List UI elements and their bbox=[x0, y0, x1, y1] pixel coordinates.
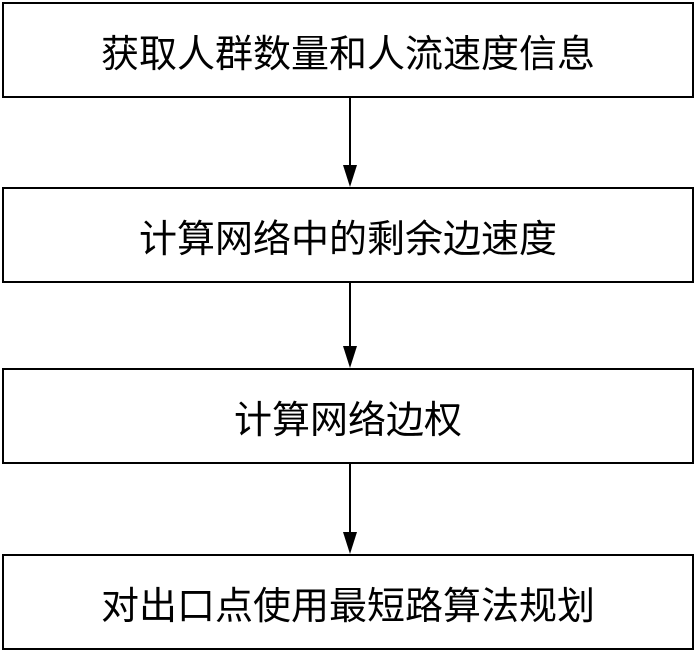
step-box-3: 计算网络边权 bbox=[2, 368, 694, 464]
arrow-3-to-4 bbox=[343, 464, 357, 554]
arrow-1-to-2 bbox=[343, 98, 357, 187]
step-box-1: 获取人群数量和人流速度信息 bbox=[2, 2, 694, 98]
step-label-4: 对出口点使用最短路算法规划 bbox=[100, 583, 595, 628]
step-box-2: 计算网络中的剩余边速度 bbox=[2, 187, 694, 283]
step-label-2: 计算网络中的剩余边速度 bbox=[138, 216, 557, 261]
arrow-2-to-3 bbox=[343, 283, 357, 368]
step-box-4: 对出口点使用最短路算法规划 bbox=[2, 554, 694, 650]
step-label-1: 获取人群数量和人流速度信息 bbox=[100, 31, 595, 76]
step-label-3: 计算网络边权 bbox=[233, 397, 462, 442]
